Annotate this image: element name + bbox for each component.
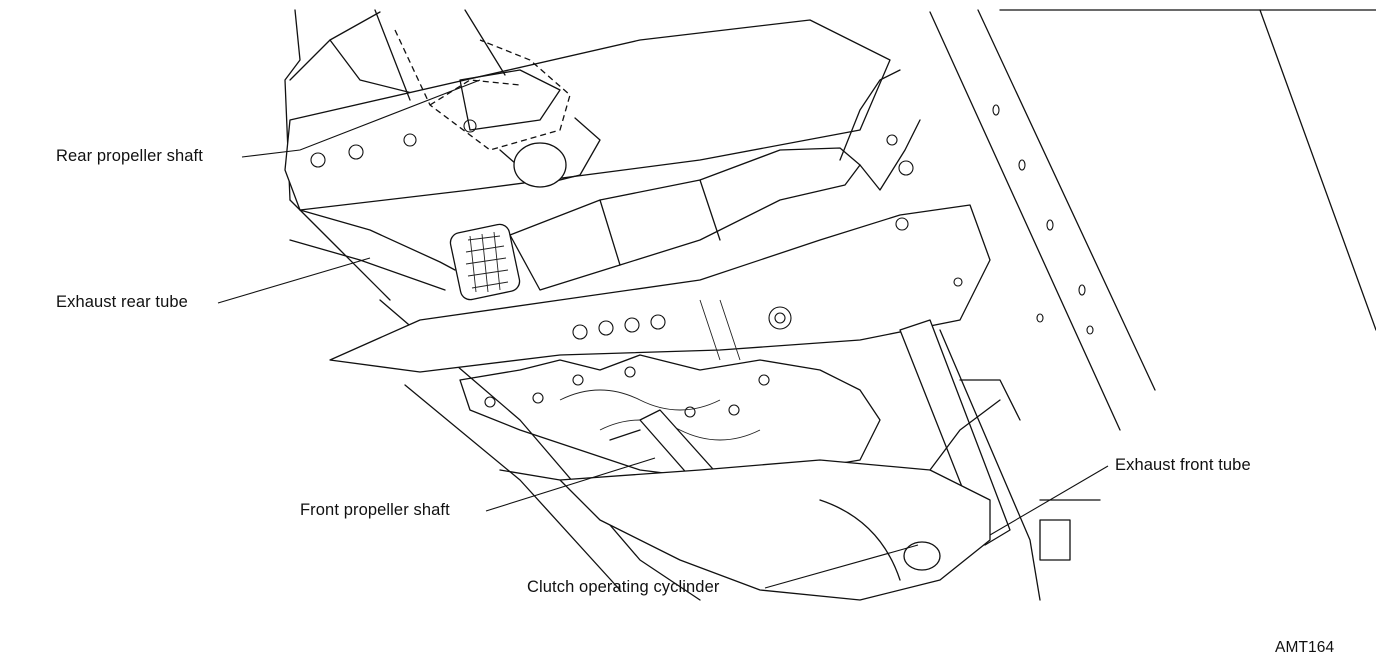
figure-id: AMT164 [1275, 639, 1335, 656]
leader-exhaust-front-tube [989, 465, 1109, 536]
rear-propeller-shaft-outline [374, 9, 601, 188]
label-rear-propeller-shaft: Rear propeller shaft [56, 147, 203, 165]
label-exhaust-rear-tube: Exhaust rear tube [56, 293, 188, 311]
exhaust-front-tube [899, 319, 1041, 601]
leader-exhaust-rear-tube [217, 257, 371, 304]
leader-rear-propeller-shaft [241, 79, 481, 158]
body-side-panel [929, 9, 1376, 561]
leader-clutch-operating-cylinder [764, 544, 919, 589]
flex-joint-braid [465, 231, 509, 293]
label-exhaust-front-tube: Exhaust front tube [1115, 456, 1251, 474]
leader-lines [217, 79, 1109, 589]
leader-front-propeller-shaft [485, 457, 656, 512]
bell-housing [499, 399, 1001, 601]
exhaust-tube [289, 69, 921, 301]
label-front-propeller-shaft: Front propeller shaft [300, 501, 450, 519]
transmission-case [459, 299, 881, 481]
label-clutch-operating-cylinder: Clutch operating cyclinder [527, 578, 720, 596]
lower-crossmember [329, 204, 991, 373]
upper-crossmember [284, 19, 891, 211]
